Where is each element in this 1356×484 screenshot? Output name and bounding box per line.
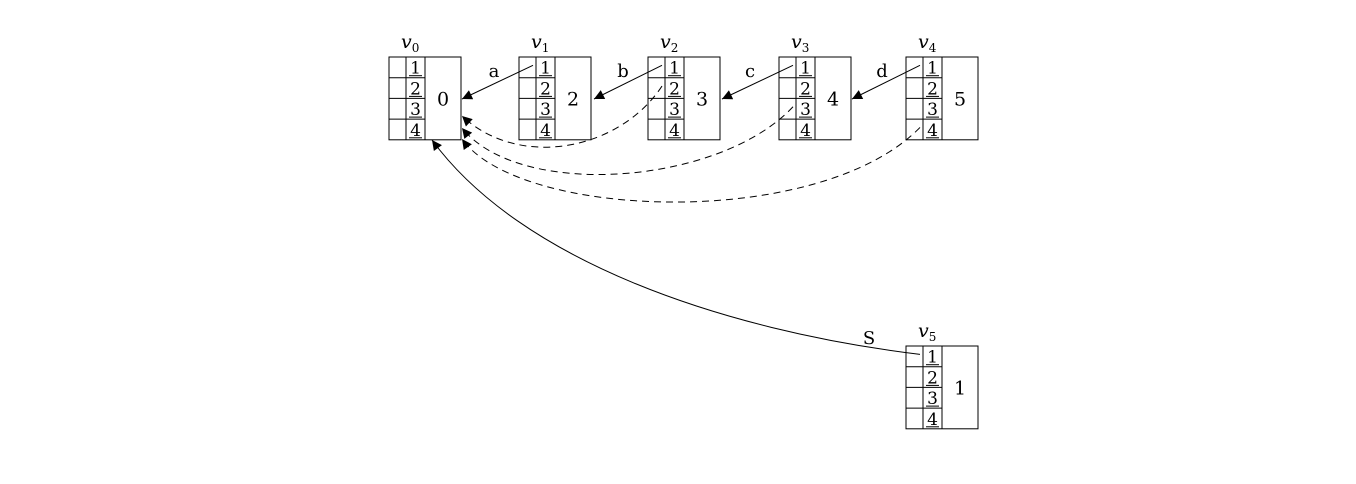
- slot-index: 4: [927, 410, 938, 430]
- edge-v3-v2: c: [721, 61, 794, 100]
- slot-index: 2: [927, 368, 938, 388]
- node-value: 2: [567, 88, 579, 110]
- edge-v2-v1: b: [593, 61, 663, 100]
- edge-arrow: [851, 64, 921, 100]
- node-label: v0: [401, 31, 419, 55]
- slot-index: 2: [410, 79, 421, 99]
- edge-v2-v0: [461, 85, 663, 148]
- edge-arrow: [461, 127, 921, 203]
- edge-arrow: [461, 64, 534, 100]
- slot-index: 1: [927, 348, 938, 368]
- slot-index: 3: [927, 100, 938, 120]
- slot-index: 2: [927, 79, 938, 99]
- edge-v4-v0: [461, 127, 921, 203]
- slot-index: 2: [669, 79, 680, 99]
- edge-label: a: [489, 61, 500, 82]
- slot-index: 2: [540, 79, 551, 99]
- edge-arrow: [593, 64, 663, 100]
- slot-index: 4: [540, 121, 551, 141]
- node-label: v5: [918, 320, 936, 344]
- slot-index: 3: [540, 100, 551, 120]
- node-value: 4: [827, 88, 839, 110]
- slot-index: 3: [800, 100, 811, 120]
- edge-label: b: [617, 61, 629, 82]
- edge-v4-v3: d: [851, 61, 921, 100]
- edge-arrow: [461, 106, 794, 176]
- edge-label: S: [863, 328, 875, 349]
- slot-index: 1: [540, 59, 551, 79]
- slot-index: 4: [927, 121, 938, 141]
- slot-index: 1: [669, 59, 680, 79]
- slot-index: 2: [800, 79, 811, 99]
- slot-index: 1: [410, 59, 421, 79]
- slot-index: 4: [800, 121, 811, 141]
- node-label: v1: [531, 31, 549, 55]
- slot-index: 3: [410, 100, 421, 120]
- slot-index: 4: [669, 121, 680, 141]
- slot-index: 4: [410, 121, 421, 141]
- node-label: v4: [918, 31, 937, 55]
- node-value: 1: [954, 377, 966, 399]
- slot-index: 1: [800, 59, 811, 79]
- slot-index: 3: [927, 389, 938, 409]
- node-value: 3: [696, 88, 708, 110]
- edge-v5-v0: S: [431, 139, 921, 355]
- node-label: v2: [660, 31, 678, 55]
- node-label: v3: [791, 31, 809, 55]
- edge-arrow: [721, 64, 794, 100]
- slot-index: 3: [669, 100, 680, 120]
- edge-v3-v0: [461, 106, 794, 176]
- node-value: 0: [437, 88, 449, 110]
- slot-index: 1: [927, 59, 938, 79]
- edge-label: d: [876, 61, 888, 82]
- edge-label: c: [745, 61, 755, 82]
- node-value: 5: [954, 88, 966, 110]
- edge-v1-v0: a: [461, 61, 534, 100]
- edge-arrow: [461, 85, 663, 148]
- edge-arrow: [431, 139, 921, 355]
